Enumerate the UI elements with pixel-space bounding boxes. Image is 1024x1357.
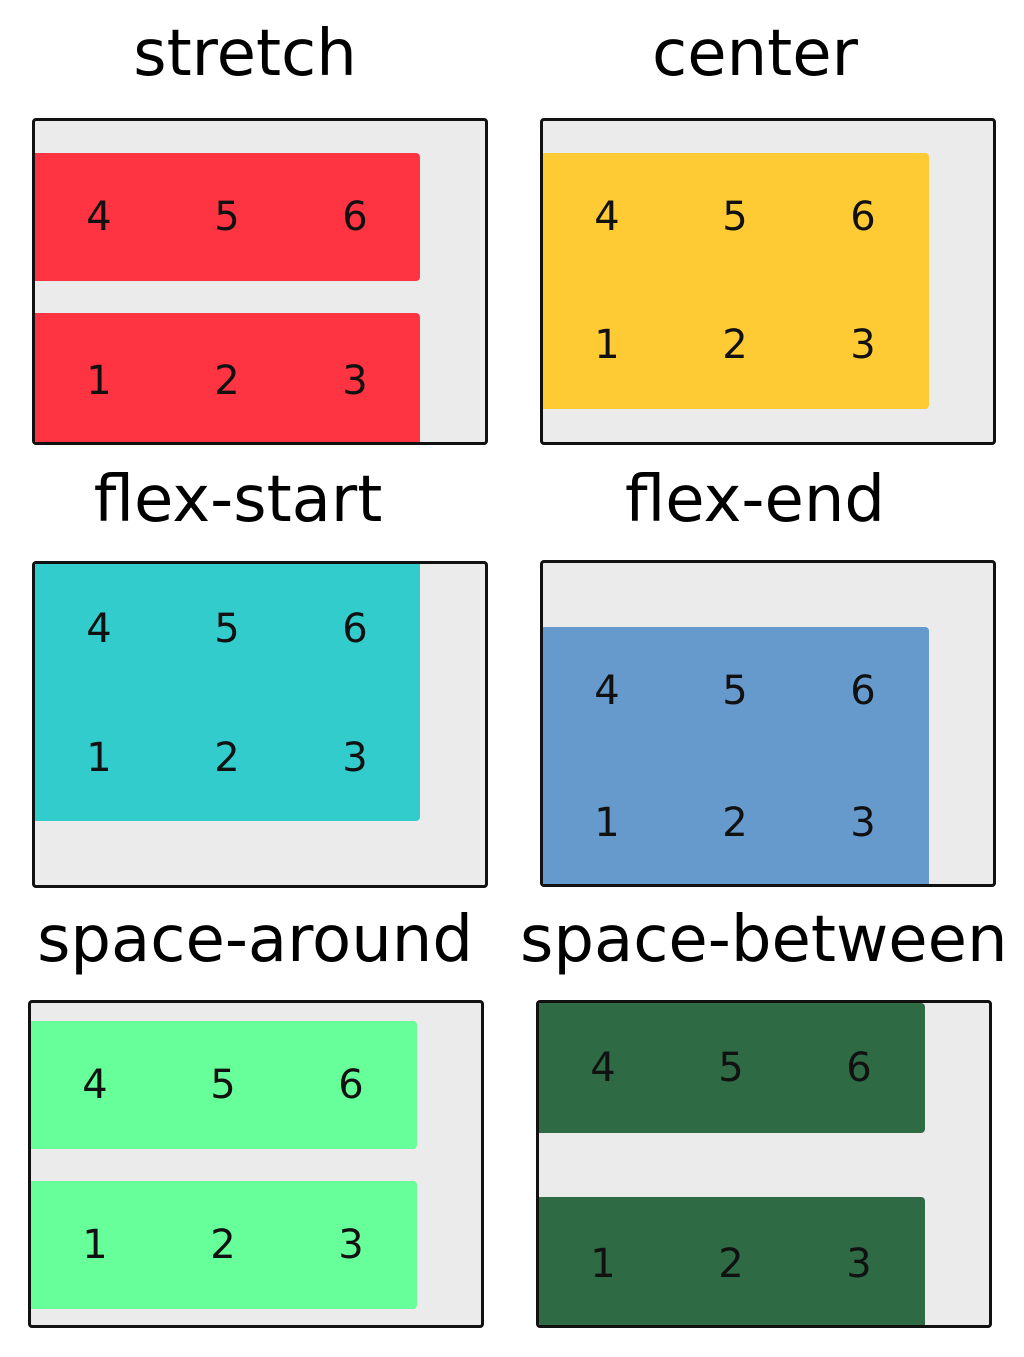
panel-stretch: 4 5 6 1 2 3 (32, 118, 488, 445)
panel-center: 4 5 6 1 2 3 (540, 118, 996, 445)
item-2: 2 (722, 322, 748, 368)
row-bottom: 1 2 3 (35, 313, 420, 442)
item-6: 6 (342, 606, 368, 652)
panel-flex-start: 4 5 6 1 2 3 (32, 561, 488, 888)
item-3: 3 (850, 322, 876, 368)
item-3: 3 (846, 1241, 872, 1287)
item-1: 1 (86, 734, 112, 781)
item-4: 4 (86, 194, 112, 240)
row-top: 4 5 6 (539, 1003, 925, 1133)
item-3: 3 (850, 799, 876, 846)
row-bottom: 1 2 3 (543, 755, 929, 884)
item-6: 6 (850, 668, 876, 714)
item-2: 2 (214, 734, 240, 781)
row-bottom: 1 2 3 (35, 694, 420, 821)
item-4: 4 (82, 1062, 108, 1108)
title-space-around: space-around (37, 903, 473, 977)
title-center: center (652, 17, 858, 91)
item-1: 1 (594, 799, 620, 846)
item-2: 2 (722, 799, 748, 846)
item-6: 6 (846, 1045, 872, 1091)
item-1: 1 (590, 1241, 616, 1287)
row-top: 4 5 6 (35, 153, 420, 281)
row-bottom: 1 2 3 (543, 281, 929, 409)
item-6: 6 (338, 1062, 364, 1108)
item-4: 4 (594, 668, 620, 714)
panel-space-between: 4 5 6 1 2 3 (536, 1000, 992, 1328)
item-5: 5 (214, 194, 240, 240)
item-4: 4 (86, 606, 112, 652)
item-2: 2 (718, 1241, 744, 1287)
panel-space-around: 4 5 6 1 2 3 (28, 1000, 484, 1328)
item-3: 3 (342, 734, 368, 781)
title-flex-start: flex-start (93, 463, 383, 537)
item-5: 5 (214, 606, 240, 652)
title-stretch: stretch (133, 17, 357, 91)
item-1: 1 (86, 357, 112, 404)
row-top: 4 5 6 (35, 564, 420, 694)
title-space-between: space-between (520, 903, 1008, 977)
item-1: 1 (82, 1222, 108, 1268)
panel-flex-end: 4 5 6 1 2 3 (540, 560, 996, 887)
item-5: 5 (722, 194, 748, 240)
item-2: 2 (210, 1222, 236, 1268)
item-3: 3 (342, 357, 368, 404)
item-6: 6 (342, 194, 368, 240)
row-top: 4 5 6 (31, 1021, 417, 1149)
item-6: 6 (850, 194, 876, 240)
row-top: 4 5 6 (543, 627, 929, 755)
item-5: 5 (718, 1045, 744, 1091)
title-flex-end: flex-end (624, 463, 886, 537)
item-4: 4 (590, 1045, 616, 1091)
item-4: 4 (594, 194, 620, 240)
row-bottom: 1 2 3 (31, 1181, 417, 1309)
item-3: 3 (338, 1222, 364, 1268)
item-2: 2 (214, 357, 240, 404)
item-5: 5 (210, 1062, 236, 1108)
item-1: 1 (594, 322, 620, 368)
item-5: 5 (722, 668, 748, 714)
row-bottom: 1 2 3 (539, 1197, 925, 1325)
row-top: 4 5 6 (543, 153, 929, 281)
